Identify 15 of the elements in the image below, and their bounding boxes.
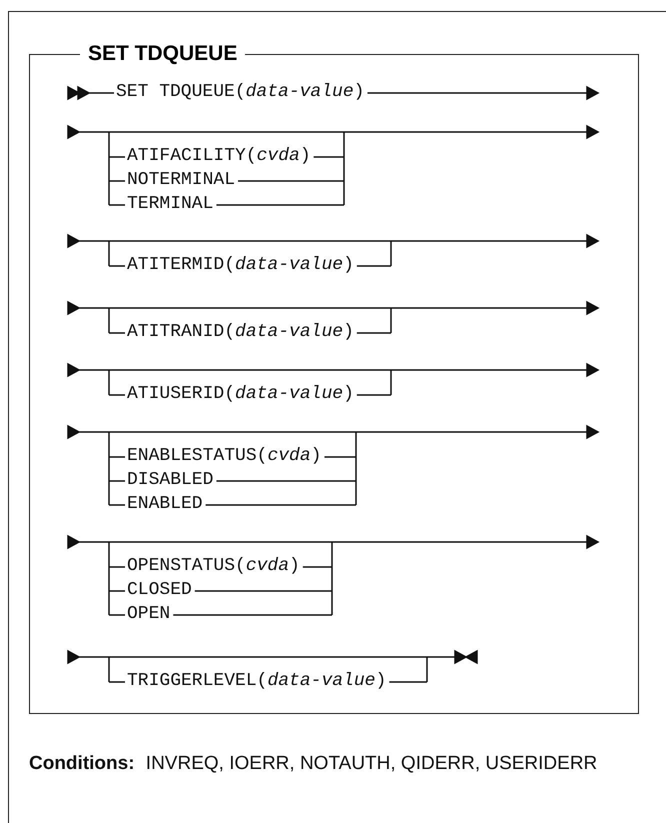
- syntax-keyword: SET TDQUEUE(data-value): [116, 82, 364, 102]
- syntax-keyword: ENABLESTATUS(cvda): [127, 446, 322, 466]
- syntax-keyword: NOTERMINAL: [127, 170, 236, 190]
- syntax-keyword: TRIGGERLEVEL(data-value): [127, 671, 386, 691]
- syntax-keyword: DISABLED: [127, 470, 214, 490]
- syntax-keyword: CLOSED: [127, 580, 192, 600]
- syntax-keyword: ATITRANID(data-value): [127, 322, 354, 342]
- conditions-note: Conditions: INVREQ, IOERR, NOTAUTH, QIDERR, USERIDERR: [29, 752, 598, 776]
- syntax-keyword: ENABLED: [127, 494, 203, 514]
- syntax-keyword: OPENSTATUS(cvda): [127, 556, 300, 576]
- syntax-keyword: ATIFACILITY(cvda): [127, 146, 311, 166]
- syntax-keyword: ATIUSERID(data-value): [127, 384, 354, 404]
- syntax-keyword: OPEN: [127, 604, 170, 624]
- syntax-keyword: ATITERMID(data-value): [127, 255, 354, 275]
- syntax-keyword: TERMINAL: [127, 194, 214, 214]
